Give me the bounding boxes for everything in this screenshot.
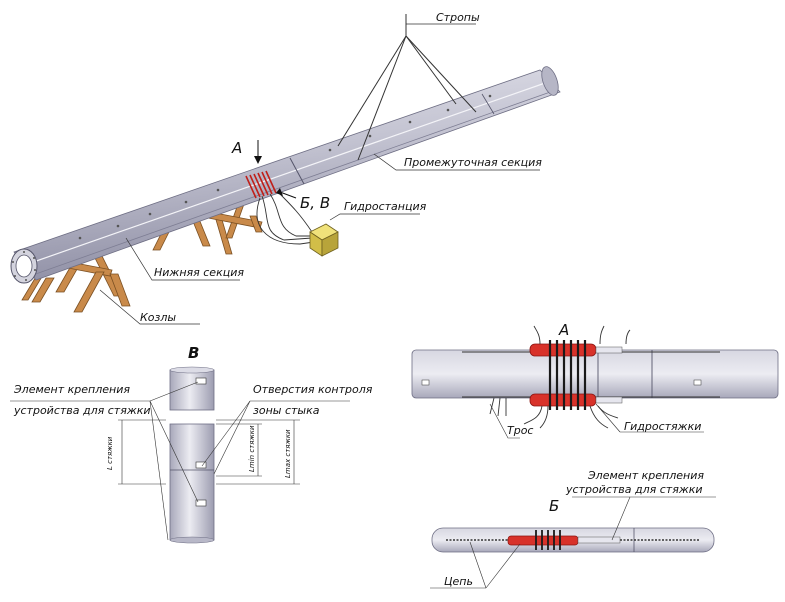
detail-a-rod-bottom <box>595 396 623 404</box>
detail-a-title: А <box>558 321 569 339</box>
detail-b-label-chain: Цепь <box>444 575 473 588</box>
detail-v: В L стяжки Lmin стяжки Lmax стяжки <box>10 344 373 544</box>
label-intermediate-section: Промежуточная секция <box>404 156 542 169</box>
detail-v-label-holes-2: зоны стыка <box>253 404 320 417</box>
pipe-highlight <box>21 81 549 267</box>
detail-a-pipe <box>411 349 779 399</box>
detail-b-leaders <box>430 496 716 589</box>
detail-v-pipe-lower <box>169 423 215 541</box>
pipe-body <box>13 69 561 281</box>
detail-v-title: В <box>188 344 199 362</box>
detail-b-hydro-tie <box>507 535 579 546</box>
marker-bv-arrow-line <box>279 191 297 199</box>
hydraulic-clamp-main <box>245 170 277 199</box>
detail-v-label-fastening-1: Элемент крепления <box>13 383 130 396</box>
detail-b-label-fastening-2: устройства для стяжки <box>565 483 703 496</box>
detail-v-leaders <box>10 381 350 541</box>
pipe-bolt-holes <box>78 94 492 240</box>
label-marker-a: А <box>231 139 242 157</box>
detail-a-hoses <box>489 325 631 429</box>
label-slings: Стропы <box>436 11 480 24</box>
detail-v-pipe-upper <box>169 369 215 411</box>
trestle-3-leg-c <box>249 215 263 233</box>
pipe-joint-3 <box>481 93 495 115</box>
trestle-1-front-leg-b <box>109 273 131 307</box>
slings <box>337 14 477 161</box>
detail-v-pipe-lower-bottom <box>169 536 215 544</box>
pipe-far-end <box>541 66 559 96</box>
detail-a-rod-top <box>595 346 623 354</box>
marker-a-arrowhead <box>254 156 262 164</box>
main-assembly: Стропы Промежуточная секция А Б, В Гидро… <box>10 11 561 325</box>
leader-lines-main <box>99 23 540 325</box>
label-trestles: Козлы <box>140 311 176 324</box>
pipe-near-end <box>10 248 38 284</box>
label-hydro-station: Гидростанция <box>344 200 427 213</box>
detail-a-label-hydro-ties: Гидростяжки <box>624 420 701 433</box>
detail-v-label-holes-1: Отверстия контроля <box>253 383 373 396</box>
detail-v-dimensions <box>118 419 300 485</box>
detail-a-mark-right <box>693 379 702 386</box>
trestle-1-front-leg <box>73 271 105 313</box>
detail-v-dim-l: L стяжки <box>106 436 114 470</box>
detail-v-dim-lmin: Lmin стяжки <box>248 425 256 472</box>
pipe-shadow-line <box>29 89 557 277</box>
hydraulic-hoses <box>256 191 315 245</box>
detail-v-pipe-upper-top <box>169 366 215 374</box>
detail-v-label-fastening-2: устройства для стяжки <box>13 404 151 417</box>
detail-b: Б Элемент крепления устройства для стяжк… <box>430 469 716 589</box>
detail-v-control-hole <box>195 461 207 469</box>
detail-b-rod <box>577 536 621 544</box>
label-marker-bv: Б, В <box>300 194 330 212</box>
detail-a-mark-left <box>421 379 430 386</box>
detail-a: А Тро <box>411 321 779 439</box>
detail-a-label-rope: Трос <box>507 424 533 437</box>
label-lower-section: Нижняя секция <box>154 266 244 279</box>
hydro-station-box <box>309 223 339 257</box>
detail-v-dim-lmax: Lmax стяжки <box>284 429 292 478</box>
trestle-0-front-leg <box>31 277 55 303</box>
detail-a-straps <box>548 340 587 410</box>
marker-bv-arrowhead <box>276 188 283 196</box>
trestle-front-group <box>31 271 131 313</box>
detail-b-straps <box>535 530 561 550</box>
detail-b-title: Б <box>549 497 559 515</box>
pipe-joint-2 <box>289 157 305 185</box>
detail-b-label-fastening-1: Элемент крепления <box>587 469 704 482</box>
detail-v-fastening-upper <box>195 377 207 385</box>
detail-a-leaders <box>489 403 704 439</box>
detail-v-fastening-lower <box>195 499 207 507</box>
